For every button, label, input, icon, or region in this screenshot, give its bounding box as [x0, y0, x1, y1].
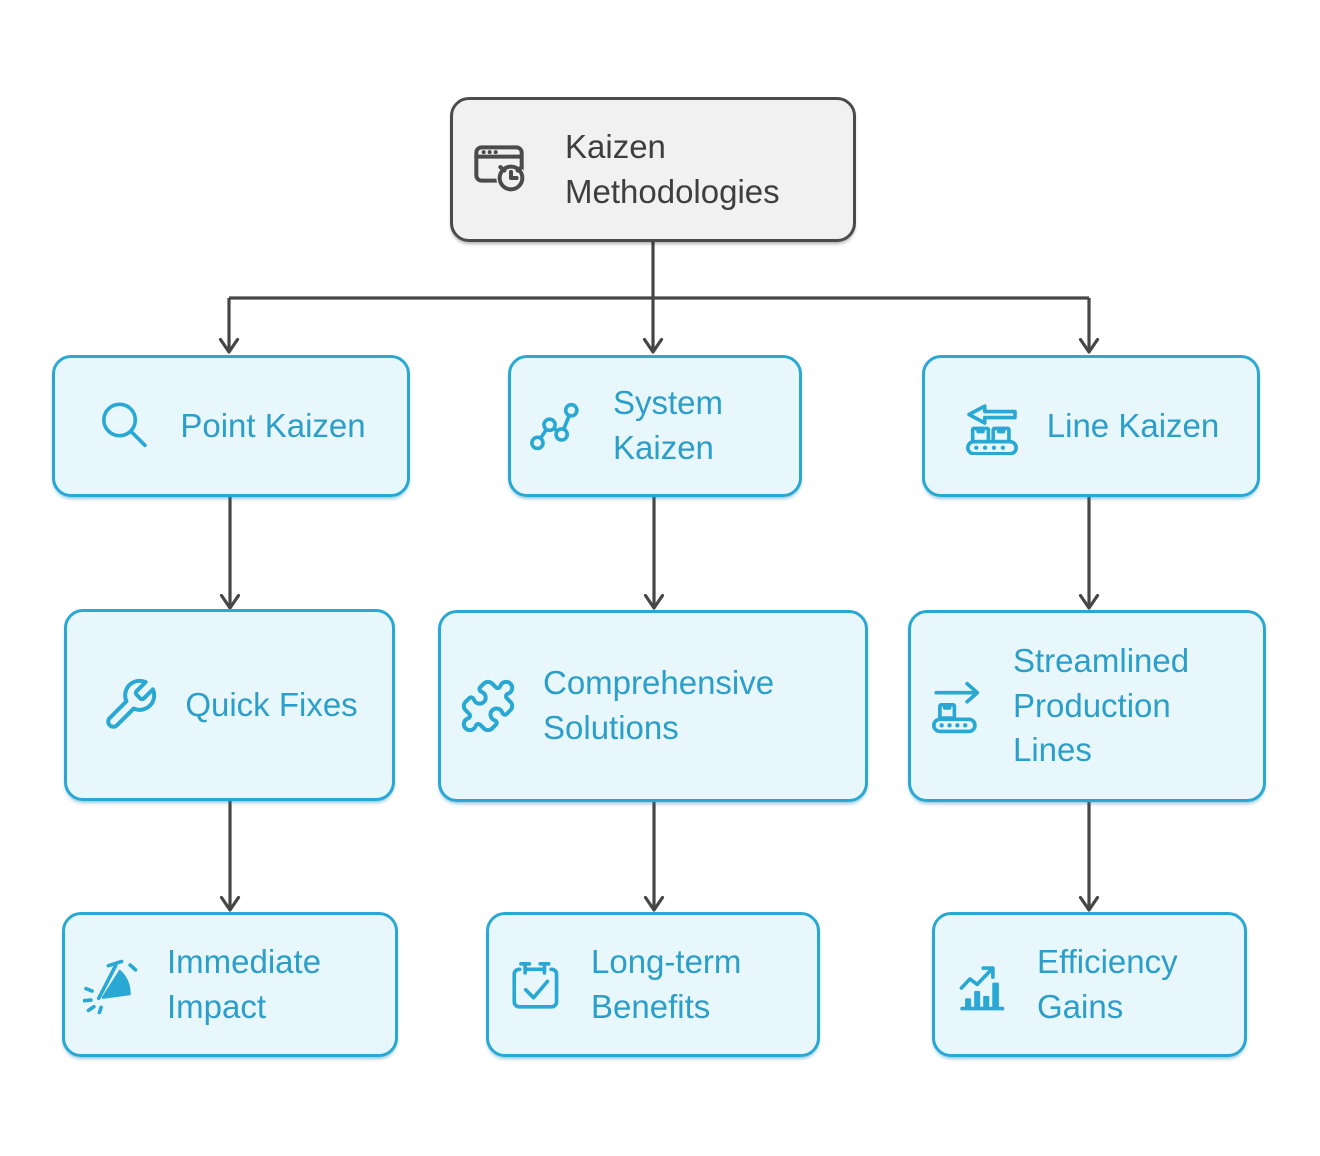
- arrowhead-icon: [219, 895, 241, 912]
- app-window-clock-icon: [471, 138, 535, 202]
- node-label: Line Kaizen: [1046, 406, 1220, 444]
- node-immediate-impact: Immediate Impact: [62, 912, 398, 1057]
- arrowhead-icon: [218, 337, 240, 354]
- quick-timer-icon: [83, 956, 141, 1014]
- magnifier-icon: [96, 397, 154, 455]
- node-label: System Kaizen: [613, 384, 724, 466]
- arrowhead-icon: [643, 593, 665, 610]
- conveyor-arrow-left-icon: [963, 397, 1021, 455]
- node-streamlined-production-lines: Streamlined Production Lines: [908, 610, 1266, 802]
- node-comprehensive-solutions: Comprehensive Solutions: [438, 610, 868, 802]
- arrowhead-icon: [642, 337, 664, 354]
- node-label: Streamlined Production Lines: [1013, 641, 1190, 769]
- node-label: Long-term Benefits: [591, 942, 742, 1025]
- node-label: Efficiency Gains: [1037, 942, 1178, 1025]
- conveyor-arrow-right-icon: [929, 677, 987, 735]
- bar-chart-trend-icon: [953, 956, 1011, 1014]
- node-label: Immediate Impact: [167, 942, 322, 1025]
- node-label: Quick Fixes: [185, 685, 358, 723]
- node-label: Kaizen Methodologies: [565, 127, 780, 210]
- connected-nodes-icon: [529, 397, 587, 455]
- arrowhead-icon: [1078, 337, 1100, 354]
- calendar-check-icon: [507, 956, 565, 1014]
- node-line-kaizen: Line Kaizen: [922, 355, 1260, 497]
- node-long-term-benefits: Long-term Benefits: [486, 912, 820, 1057]
- arrowhead-icon: [1078, 895, 1100, 912]
- puzzle-icon: [459, 677, 517, 735]
- node-efficiency-gains: Efficiency Gains: [932, 912, 1247, 1057]
- node-system-kaizen: System Kaizen: [508, 355, 802, 497]
- node-label: Comprehensive Solutions: [543, 664, 775, 746]
- arrowhead-icon: [1078, 593, 1100, 610]
- node-kaizen-methodologies: Kaizen Methodologies: [450, 97, 856, 242]
- node-point-kaizen: Point Kaizen: [52, 355, 410, 497]
- node-label: Point Kaizen: [180, 406, 366, 444]
- arrowhead-icon: [643, 895, 665, 912]
- node-quick-fixes: Quick Fixes: [64, 609, 395, 801]
- wrench-icon: [101, 676, 159, 734]
- arrowhead-icon: [219, 593, 241, 610]
